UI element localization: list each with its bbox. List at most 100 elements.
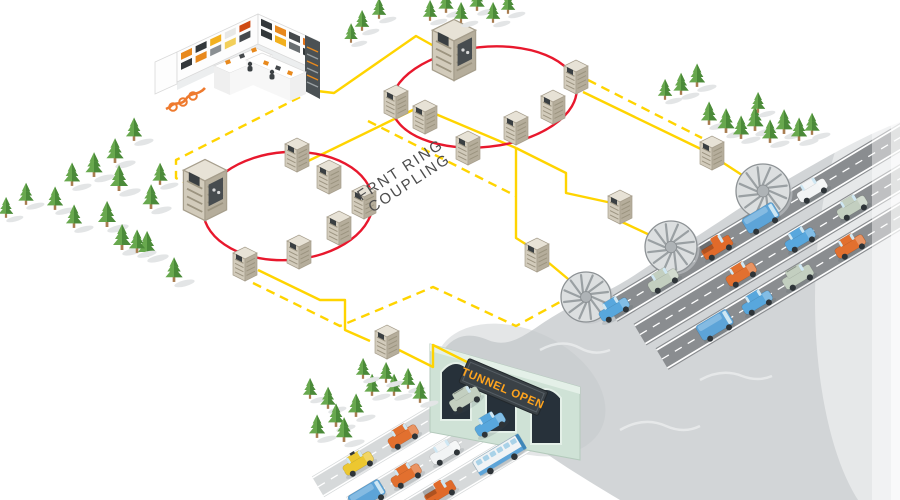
cabinet-vent — [542, 105, 552, 111]
cabinet-vent — [234, 267, 244, 273]
console-desk-front — [214, 66, 230, 95]
vehicle-bus — [472, 433, 527, 476]
wheel — [808, 236, 815, 243]
tree-foliage-shade — [356, 393, 361, 403]
cabinet-vent — [298, 153, 308, 159]
wall-screen — [224, 27, 236, 40]
cabinet-vent — [288, 259, 298, 265]
vehicle-car — [474, 411, 510, 440]
wheel — [481, 431, 488, 438]
tree-trunk — [308, 392, 312, 399]
fan-blade — [744, 195, 761, 209]
sign-board — [458, 358, 548, 416]
cabinet-vent — [340, 226, 350, 232]
tree-foliage-shade — [147, 231, 152, 241]
van-body — [347, 479, 386, 500]
car-hood — [805, 227, 816, 239]
tree — [761, 119, 790, 148]
cabinet-vent — [298, 157, 308, 163]
tree-foliage-shade — [122, 224, 127, 234]
tree — [732, 115, 761, 144]
cabinet-vent — [330, 170, 340, 176]
cabinet-vent — [376, 349, 386, 355]
cabinet-vent — [713, 146, 723, 152]
network-cabinet — [455, 130, 481, 166]
windshield — [402, 423, 408, 430]
equipment-rack — [305, 35, 320, 99]
tree-foliage-shade — [151, 184, 156, 194]
car-hood — [746, 262, 757, 274]
cabinet-vent — [542, 101, 552, 107]
tree-foliage-shade — [430, 0, 434, 8]
cabinet-vent — [517, 126, 527, 132]
cabinet-vent — [577, 75, 587, 81]
tree-trunk — [315, 430, 319, 438]
vehicle-van — [741, 202, 782, 236]
fan-blade — [563, 289, 581, 299]
tree-shadow — [137, 250, 157, 258]
cabinet-vent — [340, 234, 350, 240]
wall-screen — [210, 44, 222, 57]
tree-foliage-shade — [508, 0, 516, 10]
cabinet-vent — [457, 151, 467, 157]
cabinet-vent — [388, 348, 398, 354]
tree-shadow — [812, 132, 831, 140]
truck-bed — [422, 485, 437, 499]
tree — [125, 117, 154, 146]
taxi-sign — [349, 450, 356, 456]
tree-foliage-shade — [493, 5, 499, 14]
tree-foliage-shade — [72, 162, 77, 172]
tree-trunk — [149, 201, 153, 209]
tree — [804, 112, 831, 140]
network-cabinet — [524, 237, 550, 273]
wheel — [397, 482, 404, 489]
fan-blade — [675, 249, 689, 266]
cabinet-vent — [469, 154, 479, 160]
network-cabinet — [412, 99, 438, 135]
tree-foliage-shade — [812, 121, 820, 131]
car-hood — [855, 234, 866, 246]
cabinet-vent — [385, 96, 395, 102]
tree-trunk — [679, 88, 683, 95]
cabinet-vent — [701, 160, 711, 166]
hub-connector — [212, 188, 216, 192]
vehicle-car — [725, 261, 761, 290]
cabinet-vent — [713, 159, 723, 165]
wheel — [487, 467, 494, 475]
bus-front — [514, 433, 527, 450]
yellow-cable-solid — [582, 90, 763, 190]
wheel — [725, 244, 732, 251]
vehicle-pickup — [422, 479, 460, 500]
tree-trunk — [444, 6, 448, 13]
tree-foliage-shade — [446, 0, 452, 4]
fan-blade — [765, 173, 782, 187]
cabinet-vent — [328, 231, 338, 237]
tree — [378, 362, 404, 388]
tree-trunk — [739, 131, 743, 139]
cabinet-vent — [542, 110, 552, 116]
tree — [790, 117, 819, 146]
desk-monitor — [224, 59, 232, 65]
cabinet-side — [298, 240, 312, 270]
wheel — [622, 306, 629, 313]
cabinet-vent — [609, 205, 619, 211]
video-wall-end-panel — [154, 51, 178, 95]
tree-foliage-shade — [799, 117, 804, 127]
tree-trunk — [475, 4, 479, 11]
tree-shadow — [697, 84, 717, 92]
wheel — [708, 254, 715, 261]
network-cabinet — [374, 324, 400, 360]
wheel — [772, 217, 779, 224]
tree-foliage-shade — [379, 6, 387, 15]
cabinet-side — [515, 116, 529, 146]
bus-window — [489, 450, 497, 458]
cabinet-vent — [234, 271, 244, 277]
cable-coil — [178, 97, 188, 107]
cabinet-vent — [505, 135, 515, 141]
tree-trunk — [92, 169, 96, 177]
tree — [308, 414, 337, 443]
rear-window — [800, 184, 805, 191]
cabinet-vent — [328, 226, 338, 232]
car-hood — [668, 268, 679, 280]
tree-shadow — [420, 400, 439, 408]
